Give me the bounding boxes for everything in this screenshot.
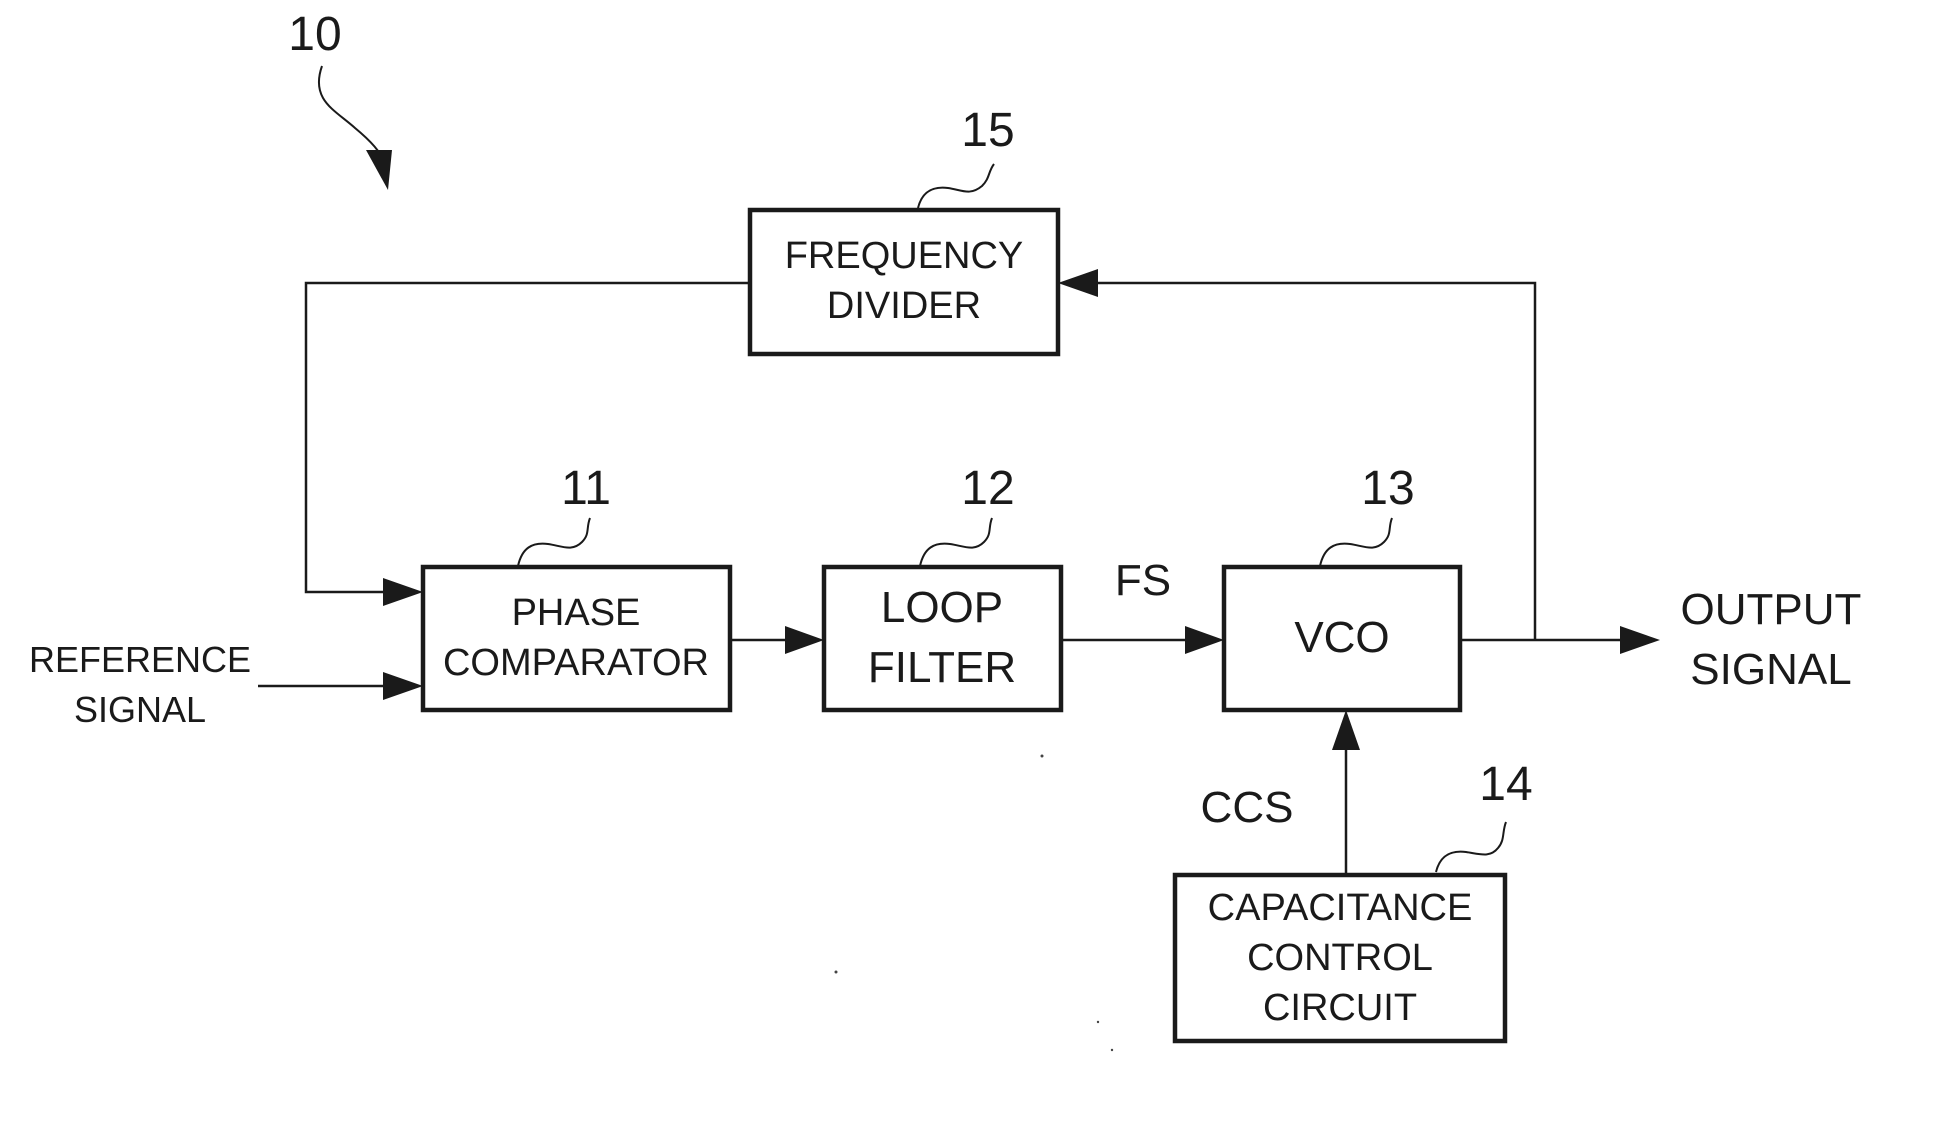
capacitance-control-ref-number: 14	[1479, 758, 1532, 811]
fs-signal-label: FS	[1115, 556, 1171, 605]
frequency-divider-label-line1: FREQUENCY	[785, 235, 1024, 277]
reference-input-arrowhead	[383, 672, 423, 700]
vco-label: VCO	[1294, 613, 1389, 662]
loop-filter-ref-number: 12	[961, 462, 1014, 515]
vco-ref-leader	[1320, 518, 1392, 566]
output-signal-label-line1: OUTPUT	[1681, 585, 1862, 634]
filter-input-arrowhead	[785, 626, 824, 654]
loop-filter-label-line1: LOOP	[881, 583, 1003, 632]
scan-speck	[835, 971, 838, 974]
capacitance-control-ref-leader	[1436, 822, 1506, 872]
capacitance-control-label-line3: CIRCUIT	[1263, 987, 1417, 1029]
scan-speck	[1111, 1049, 1113, 1051]
phase-comparator-box	[423, 567, 730, 710]
reference-signal-label-line1: REFERENCE	[29, 639, 251, 680]
figure-ref-number: 10	[288, 8, 341, 61]
frequency-divider-ref-leader	[918, 164, 994, 208]
loop-filter-label-line2: FILTER	[868, 643, 1016, 692]
loop-filter-ref-leader	[920, 518, 992, 566]
phase-comparator-ref-leader	[518, 518, 590, 566]
reference-signal-label-line2: SIGNAL	[74, 689, 206, 730]
feedback-wire-to-comparator	[306, 283, 750, 592]
output-arrowhead	[1620, 626, 1660, 654]
figure-ref-arrowhead	[366, 150, 392, 190]
feedback-input-arrowhead	[383, 578, 423, 606]
vco-input-arrowhead	[1185, 626, 1224, 654]
vco-ccs-arrowhead	[1332, 710, 1360, 750]
figure-ref-leader	[319, 66, 385, 162]
ccs-signal-label: CCS	[1201, 783, 1294, 832]
capacitance-control-label-line1: CAPACITANCE	[1208, 887, 1473, 929]
scan-speck	[1041, 755, 1044, 758]
scan-speck	[1097, 1021, 1099, 1023]
capacitance-control-label-line2: CONTROL	[1247, 937, 1433, 979]
phase-comparator-ref-number: 11	[561, 462, 611, 515]
frequency-divider-label-line2: DIVIDER	[827, 285, 981, 327]
divider-input-arrowhead	[1058, 269, 1098, 297]
phase-comparator-label-line1: PHASE	[512, 592, 641, 634]
output-signal-label-line2: SIGNAL	[1690, 645, 1851, 694]
phase-comparator-label-line2: COMPARATOR	[443, 642, 709, 684]
vco-ref-number: 13	[1361, 462, 1414, 515]
frequency-divider-ref-number: 15	[961, 104, 1014, 157]
frequency-divider-box	[750, 210, 1058, 354]
